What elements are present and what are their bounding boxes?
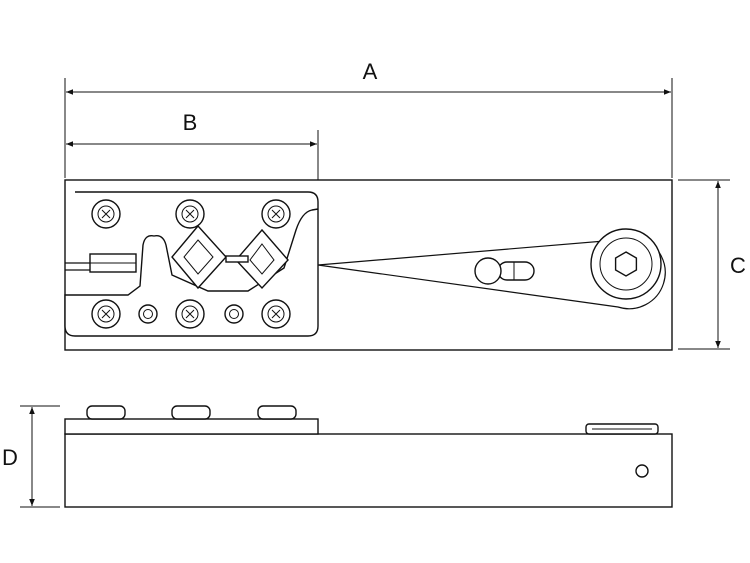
dimension-a-label: A (363, 59, 378, 84)
top-view (64, 179, 673, 351)
dimension-c: C (678, 179, 746, 350)
cap-screw-head-side (585, 423, 659, 435)
crimp-bridge (225, 255, 249, 263)
cross-screw-icon (261, 199, 291, 229)
lever-pin (474, 257, 535, 285)
side-view-body (64, 433, 673, 508)
side-view (64, 405, 673, 508)
crimp-cavities (171, 224, 289, 290)
screw-head-side (257, 405, 297, 420)
dimension-d: D (2, 405, 60, 508)
cross-screw-icon (91, 199, 121, 229)
dimension-a: A (64, 59, 673, 178)
dimension-c-label: C (730, 253, 746, 278)
lever-pin-slot (497, 261, 535, 281)
locating-pin-icon (138, 304, 158, 324)
dimension-d-label: D (2, 445, 18, 470)
dimension-b-label: B (183, 110, 198, 135)
side-pin-hole (635, 464, 649, 478)
crimp-cavity-right (235, 228, 289, 290)
hex-socket-screw-icon (590, 228, 662, 300)
crimp-cavity-left-inner (183, 239, 214, 275)
cross-screw-icon (261, 299, 291, 329)
dimension-b: B (66, 110, 319, 190)
cross-screw-icon (175, 299, 205, 329)
side-view-die-plate (64, 418, 319, 435)
cross-screw-icon (91, 299, 121, 329)
screw-head-side (86, 405, 126, 420)
screw-head-side (171, 405, 211, 420)
die-plate (64, 191, 319, 337)
lever-pin-knob (474, 257, 502, 285)
crimp-cavity-left (171, 224, 227, 290)
crimp-cavity-right-inner (249, 243, 275, 275)
cross-screw-icon (175, 199, 205, 229)
locating-pin-icon (224, 304, 244, 324)
